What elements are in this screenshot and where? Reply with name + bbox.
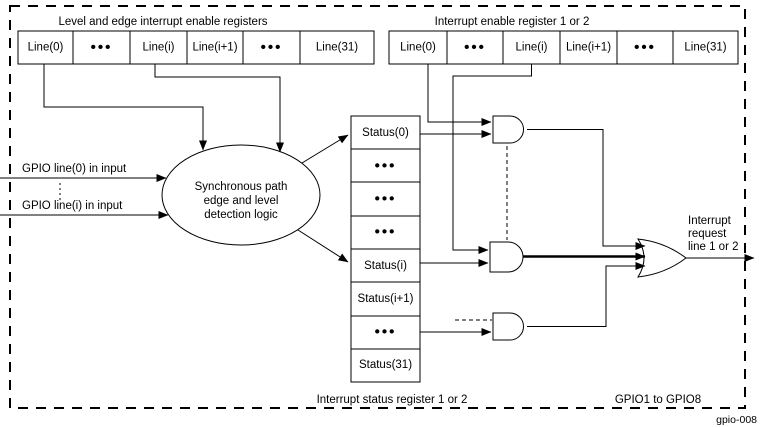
left-register-cell-0: Line(0) bbox=[28, 42, 64, 54]
and-gate-3 bbox=[492, 312, 524, 341]
right-register-cell-5: Line(31) bbox=[684, 42, 726, 54]
interrupt-request-label: Interrupt request line 1 or 2 bbox=[688, 215, 739, 253]
left-register-cell-2: Line(i) bbox=[143, 42, 175, 54]
ellipsis-icon: ••• bbox=[634, 39, 656, 56]
interrupt-enable-register: Interrupt enable register 1 or 2 Line(0)… bbox=[388, 16, 739, 65]
status-cell-31: Status(31) bbox=[359, 359, 412, 371]
left-register-cell-5: Line(31) bbox=[316, 42, 358, 54]
wire-level-enable-linei bbox=[154, 64, 284, 153]
ellipsis-icon: ••• bbox=[261, 39, 283, 56]
status-cell-i: Status(i) bbox=[364, 260, 407, 272]
wire-level-enable-line0 bbox=[43, 64, 207, 151]
interrupt-request-label-1: Interrupt bbox=[688, 215, 732, 227]
wire-enable-linei-to-and2 bbox=[452, 64, 532, 254]
left-register-title: Level and edge interrupt enable register… bbox=[58, 16, 267, 28]
detector-label-3: detection logic bbox=[204, 209, 278, 221]
or-gate bbox=[637, 238, 687, 278]
right-register-cell-0: Line(0) bbox=[400, 42, 436, 54]
status-cell-i1: Status(i+1) bbox=[358, 293, 414, 305]
wire-enable-line0-to-and1 bbox=[427, 64, 492, 126]
ellipsis-icon: ••• bbox=[375, 224, 397, 241]
wire-and3-to-or bbox=[527, 262, 646, 327]
interrupt-status-register: Status(0) ••• ••• ••• Status(i) Status(i… bbox=[317, 115, 468, 406]
interrupt-request-label-2: request bbox=[688, 228, 727, 240]
and-gate-2 bbox=[489, 241, 524, 273]
module-boundary bbox=[9, 5, 746, 409]
sync-edge-level-detector: Synchronous path edge and level detectio… bbox=[161, 144, 321, 246]
figure-id-label: gpio-008 bbox=[716, 414, 757, 426]
detector-ellipse bbox=[161, 144, 321, 246]
left-register-box bbox=[17, 30, 375, 65]
wire-and1-to-or bbox=[527, 129, 646, 250]
ellipsis-icon: ••• bbox=[375, 324, 397, 341]
and-gate-1 bbox=[492, 115, 524, 144]
ellipsis-icon: ••• bbox=[464, 39, 486, 56]
ellipsis-icon: ••• bbox=[375, 158, 397, 175]
ellipsis-icon: ••• bbox=[375, 191, 397, 208]
ellipsis-icon: ••• bbox=[91, 39, 113, 56]
status-register-caption: Interrupt status register 1 or 2 bbox=[317, 394, 468, 406]
right-register-cell-3: Line(i+1) bbox=[566, 42, 611, 54]
gpio-line0-input-label: GPIO line(0) in input bbox=[22, 163, 127, 175]
right-register-cell-2: Line(i) bbox=[516, 42, 548, 54]
interrupt-request-label-3: line 1 or 2 bbox=[688, 241, 739, 253]
wire-detector-to-statusi bbox=[297, 229, 349, 263]
level-edge-enable-register: Level and edge interrupt enable register… bbox=[17, 16, 375, 65]
detector-label-2: edge and level bbox=[204, 195, 279, 207]
status-cell-0: Status(0) bbox=[362, 127, 409, 139]
gpio-linei-input-label: GPIO line(i) in input bbox=[22, 200, 123, 212]
module-range-label: GPIO1 to GPIO8 bbox=[615, 394, 701, 406]
detector-label-1: Synchronous path bbox=[195, 181, 288, 193]
wire-detector-to-status0 bbox=[301, 134, 349, 164]
right-register-title: Interrupt enable register 1 or 2 bbox=[435, 16, 590, 28]
left-register-cell-3: Line(i+1) bbox=[192, 42, 237, 54]
